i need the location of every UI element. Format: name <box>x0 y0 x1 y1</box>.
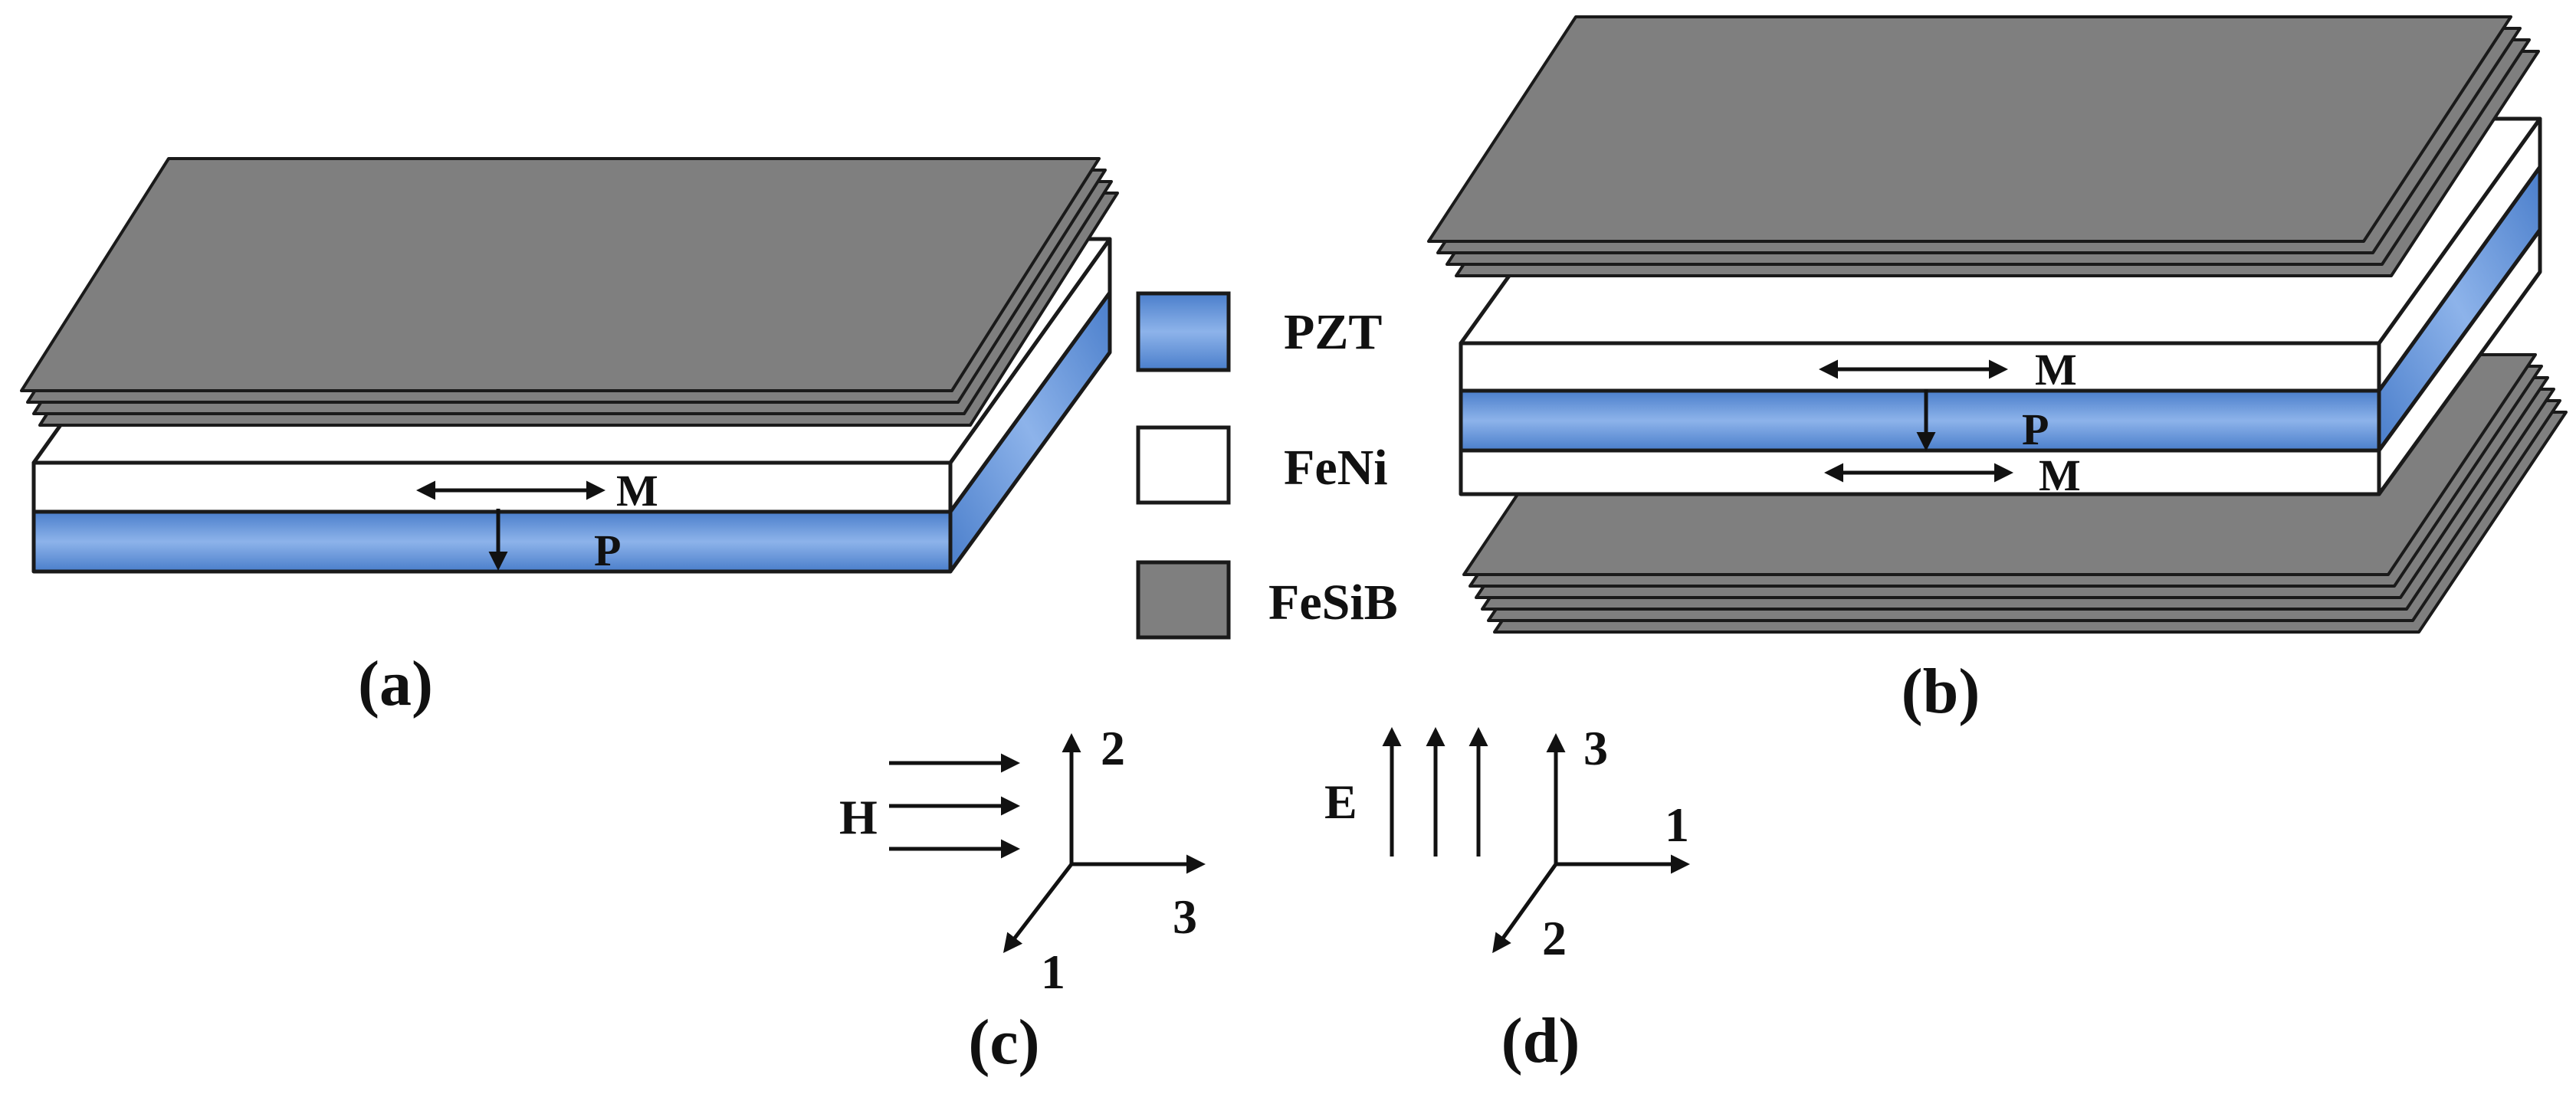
axis-3-label-d: 3 <box>1583 721 1608 775</box>
magnetization-label-a: M <box>616 466 658 516</box>
axis-1-label-d: 1 <box>1665 798 1689 852</box>
axis-2-arrow-d <box>1492 863 1558 954</box>
legend-label-pzt: PZT <box>1284 304 1382 360</box>
pzt-front-face-a <box>31 509 953 574</box>
panel-label-c: (c) <box>968 1007 1039 1078</box>
polarization-label-a: P <box>594 526 621 575</box>
axis-1-arrow-c <box>1003 863 1073 953</box>
panel-label-d: (d) <box>1501 1005 1580 1076</box>
e-field-label: E <box>1324 775 1357 829</box>
h-field-label: H <box>839 790 878 844</box>
fesib-stack-a <box>20 157 1119 427</box>
laminate-b: M P M <box>1427 15 2568 634</box>
panel-label-a: (a) <box>358 648 433 719</box>
legend-swatch-feni <box>1136 425 1231 505</box>
pzt-front-face-b <box>1459 388 2381 453</box>
laminate-a: M P <box>20 157 1119 575</box>
feni-upper-front-face-b <box>1459 341 2381 393</box>
magnetization-label-lower-b: M <box>2039 450 2081 500</box>
axis-2-label-d: 2 <box>1542 911 1567 965</box>
fesib-top-stack-b <box>1427 15 2540 277</box>
legend: PZT FeNi FeSiB <box>1136 291 1398 640</box>
panel-label-b: (b) <box>1902 656 1980 727</box>
axes-d: E 3 1 2 <box>1324 721 1690 965</box>
legend-swatch-pzt <box>1136 291 1231 372</box>
polarization-label-b: P <box>2022 405 2049 454</box>
magnetization-label-upper-b: M <box>2035 345 2077 395</box>
axes-c: H 2 3 1 <box>839 721 1206 999</box>
axis-1-label-c: 1 <box>1041 945 1065 999</box>
axis-3-label-c: 3 <box>1173 889 1197 944</box>
legend-label-feni: FeNi <box>1284 440 1388 496</box>
axis-2-label-c: 2 <box>1101 721 1125 775</box>
legend-label-fesib: FeSiB <box>1268 575 1398 631</box>
feni-front-face-a <box>31 460 953 514</box>
legend-swatch-fesib <box>1136 560 1231 640</box>
